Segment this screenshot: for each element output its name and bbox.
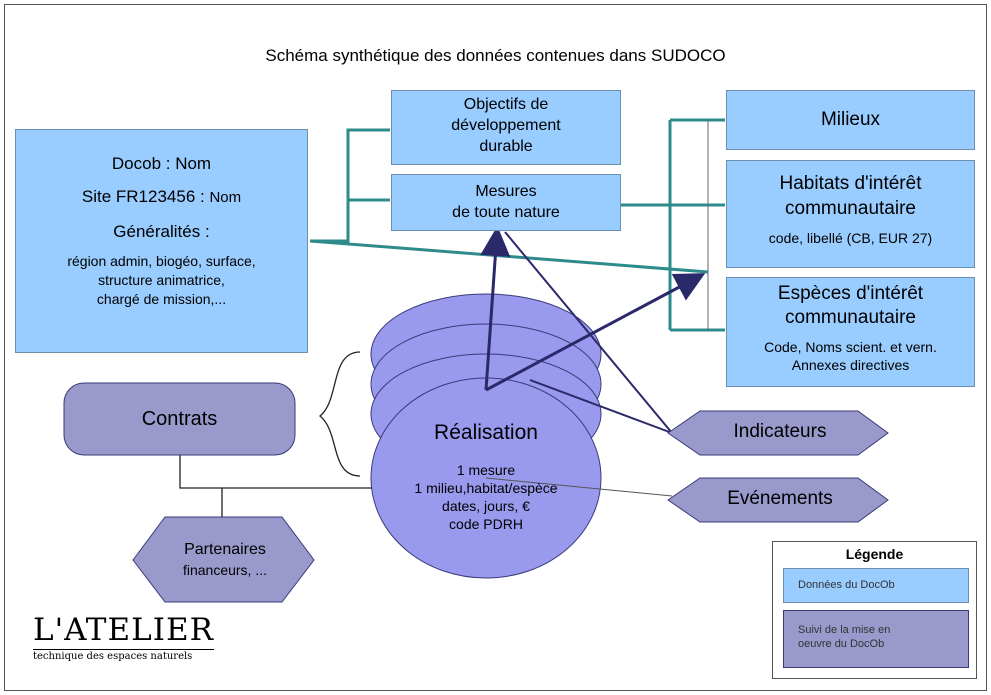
legend: Légende Données du DocOb Suivi de la mis…: [772, 541, 977, 679]
milieux-label: Milieux: [820, 109, 881, 130]
contrats-box-shape: [63, 382, 296, 456]
docob-detail: chargé de mission,...: [96, 291, 227, 307]
especes-box: Espèces d'intérêt communautaire Code, No…: [726, 277, 975, 387]
partenaires-hexagon: [132, 516, 315, 603]
especes-detail: Annexes directives: [791, 357, 910, 373]
habitats-line: communautaire: [785, 198, 916, 219]
diagram-title: Schéma synthétique des données contenues…: [265, 46, 726, 65]
habitats-line: Habitats d'intérêt: [779, 173, 922, 194]
especes-detail: Code, Noms scient. et vern.: [764, 339, 937, 355]
partenaires-label: Partenaires financeurs, ...: [150, 540, 300, 580]
objectifs-line: Objectifs de: [463, 96, 549, 113]
brace-contrats: [318, 351, 361, 477]
legend-swatch-data: Données du DocOb: [783, 568, 969, 603]
legend-title: Légende: [845, 546, 904, 562]
legend-item-label: Données du DocOb: [798, 579, 895, 591]
logo-main-text: L'ATELIER: [33, 612, 214, 648]
realisation-detail: code PDRH: [449, 516, 523, 532]
evenements-hexagon: [667, 477, 889, 523]
legend-item-label: Suivi de la mise en oeuvre du DocOb: [784, 611, 968, 651]
docob-line2: Site FR123456 : Nom: [16, 187, 307, 207]
realisation-details: 1 mesure 1 milieu,habitat/espèce dates, …: [371, 461, 601, 533]
docob-site-name: Nom: [209, 189, 242, 206]
mesures-box: Mesures de toute nature: [391, 174, 621, 231]
mesures-line: de toute nature: [452, 204, 560, 221]
especes-line: communautaire: [785, 307, 916, 328]
docob-line3: Généralités :: [113, 222, 210, 241]
partenaires-line: financeurs, ...: [182, 562, 268, 578]
docob-detail: structure animatrice,: [98, 272, 225, 288]
atelier-logo: L'ATELIER technique des espaces naturels: [33, 612, 214, 662]
objectifs-line: durable: [479, 138, 533, 155]
connector-docob-objectifs: [310, 128, 390, 243]
objectifs-line: développement: [451, 117, 561, 134]
realisation-detail: 1 mesure: [456, 462, 516, 478]
docob-box: Docob : Nom Site FR123456 : Nom Générali…: [15, 129, 308, 353]
indicateurs-hexagon: [667, 410, 889, 456]
objectifs-box: Objectifs de développement durable: [391, 90, 621, 165]
mesures-line: Mesures: [475, 183, 537, 200]
contrats-label: Contrats: [141, 408, 218, 430]
legend-swatch-followup: Suivi de la mise en oeuvre du DocOb: [783, 610, 969, 668]
evenements-label: Evénements: [727, 488, 833, 509]
arrow-realisation-mesures: [480, 226, 511, 391]
especes-line: Espèces d'intérêt: [777, 283, 924, 304]
habitats-box: Habitats d'intérêt communautaire code, l…: [726, 160, 975, 268]
docob-site-label: Site FR123456 :: [81, 187, 210, 206]
docob-detail: région admin, biogéo, surface,: [67, 253, 256, 269]
realisation-detail: dates, jours, €: [442, 498, 530, 514]
logo-sub-text: technique des espaces naturels: [33, 649, 214, 662]
line-realisation-indicateurs: [529, 379, 673, 434]
connector-contrats-partenaires: [179, 454, 372, 489]
legend-item-line: oeuvre du DocOb: [798, 638, 885, 650]
docob-line1: Docob : Nom: [111, 154, 212, 173]
legend-item-line: Suivi de la mise en: [798, 624, 891, 636]
realisation-detail: 1 milieu,habitat/espèce: [414, 480, 558, 496]
habitats-detail: code, libellé (CB, EUR 27): [768, 230, 933, 246]
partenaires-line: Partenaires: [184, 541, 266, 558]
arrow-realisation-especes: [485, 273, 706, 392]
connector-docob-especes: [309, 239, 709, 274]
realisation-title: Réalisation: [434, 421, 538, 444]
milieux-box: Milieux: [726, 90, 975, 150]
line-mesures-indicateurs: [504, 231, 673, 434]
indicateurs-label: Indicateurs: [733, 421, 827, 442]
line-realisation-evenements: [485, 477, 673, 497]
diagram-frame: [4, 4, 987, 691]
